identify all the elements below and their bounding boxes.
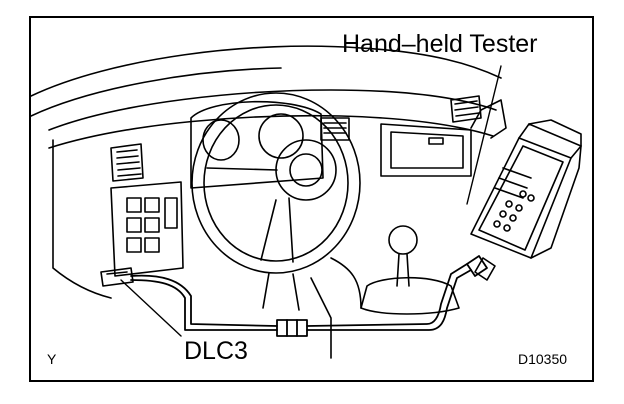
tester-cable — [130, 255, 488, 337]
tester-device — [470, 119, 582, 281]
gear-shift — [310, 225, 460, 359]
steering-wheel — [191, 92, 361, 311]
corner-mark: Y — [47, 351, 57, 367]
switch-panel — [110, 181, 184, 277]
dashboard — [48, 89, 507, 299]
instrument-cluster — [190, 100, 324, 189]
dlc3-label: DLC3 — [184, 337, 248, 365]
tester-label: Hand–held Tester — [342, 30, 538, 58]
diagram-frame: Hand–held Tester DLC3 Y D10350 — [29, 16, 594, 382]
figure-code: D10350 — [518, 351, 568, 367]
dlc3-connector — [100, 267, 134, 287]
windshield-outline — [31, 45, 502, 117]
leader-lines — [120, 65, 502, 337]
vehicle-interior-illustration — [31, 45, 582, 359]
